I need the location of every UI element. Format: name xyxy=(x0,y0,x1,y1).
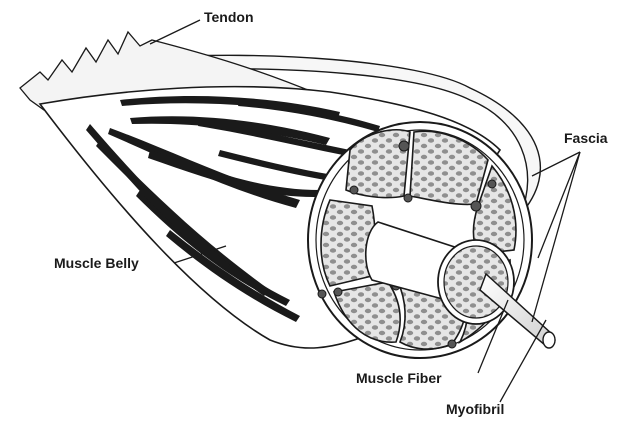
label-muscle-fiber: Muscle Fiber xyxy=(356,371,442,385)
label-muscle-belly: Muscle Belly xyxy=(54,256,139,270)
label-tendon: Tendon xyxy=(204,10,254,24)
label-myofibril: Myofibril xyxy=(446,402,504,416)
label-fascia: Fascia xyxy=(564,131,608,145)
